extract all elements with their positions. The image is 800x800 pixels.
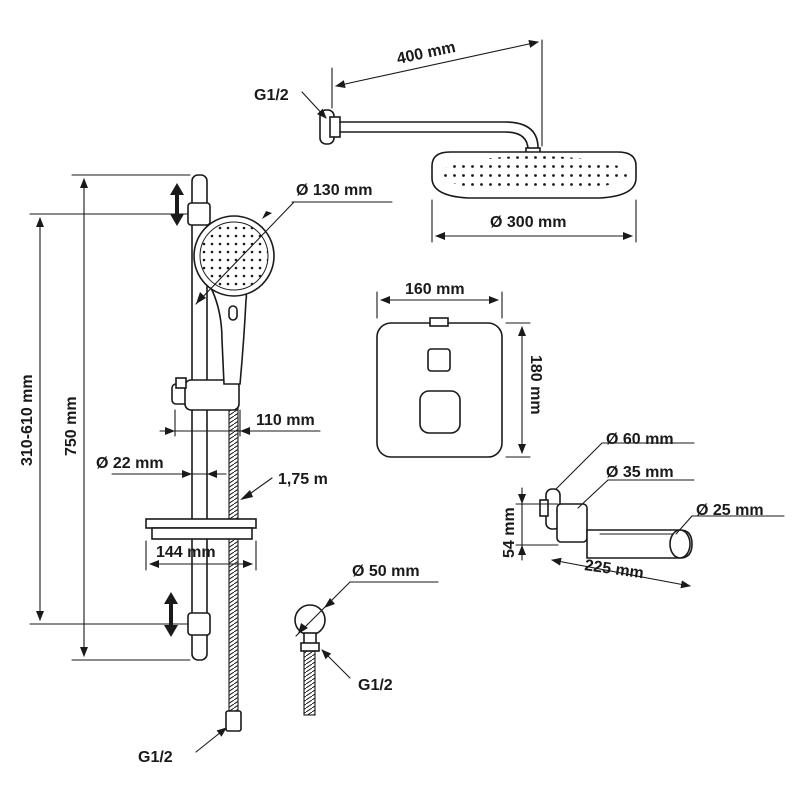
elbow-thread-label: G1/2 (358, 677, 393, 694)
spout-height-label: 54 mm (501, 507, 518, 558)
shelf-width-label: 144 mm (156, 544, 216, 561)
spout-tip-label: Ø 25 mm (696, 502, 764, 519)
bottom-bracket-adjust-arrow-icon (164, 592, 178, 637)
spout-flange-label: Ø 60 mm (606, 431, 674, 448)
bath-spout (539, 488, 693, 559)
elbow-diameter-label: Ø 50 mm (352, 563, 420, 580)
bottom-bracket (187, 612, 211, 636)
soap-shelf (145, 518, 257, 529)
top-bracket (187, 202, 211, 226)
mixer-height-label: 180 mm (527, 355, 544, 415)
hand-diameter-label: Ø 130 mm (296, 182, 372, 199)
rail-length-label: 750 mm (63, 396, 80, 456)
mixer-width-label: 160 mm (405, 281, 465, 298)
bracket-range-label: 310-610 mm (19, 374, 36, 466)
top-bracket-adjust-arrow-icon (170, 183, 184, 226)
hose-thread-label: G1/2 (138, 749, 173, 766)
arm-length-label: 400 mm (395, 39, 457, 68)
hose-length-label: 1,75 m (278, 471, 328, 488)
holder-offset-label: 110 mm (256, 412, 315, 429)
shower-arm (339, 121, 539, 151)
mixer-plate (376, 322, 503, 458)
shower-hose (228, 399, 239, 716)
overhead-shower (319, 109, 637, 199)
rail-diameter-label: Ø 22 mm (96, 455, 164, 472)
arm-thread-label: G1/2 (254, 87, 289, 104)
hand-shower (210, 289, 248, 385)
head-diameter-label: Ø 300 mm (490, 214, 566, 231)
spout-body-label: Ø 35 mm (606, 464, 674, 481)
mixer-button-small (427, 348, 451, 372)
thermostatic-mixer (376, 317, 503, 458)
mixer-button-large (419, 390, 461, 434)
spout-length-label: 225 mm (583, 557, 644, 582)
slide-rail-set (145, 174, 275, 732)
